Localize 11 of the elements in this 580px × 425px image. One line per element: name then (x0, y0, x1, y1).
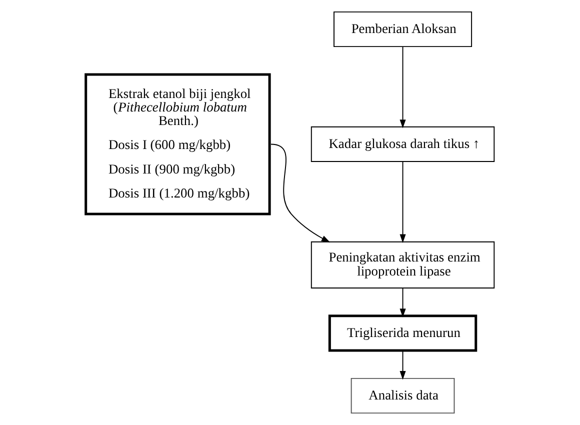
node-box: Ekstrak etanol biji jengkol (Pithecellobium lobatum Benth.) Dosis I (600 mg/kgbb) Dosis II (900 mg/kgbb) Dosis III (1.200 mg/kgbb) (84, 73, 271, 216)
node-box: Pemberian Aloksan (334, 11, 472, 48)
node-box: Peningkatan aktivitas enzim lipoprotein lipase (310, 241, 495, 288)
arrow (400, 350, 406, 380)
arrow (270, 144, 330, 242)
node-box: Trigliserida menurun (328, 314, 478, 352)
node-box: Kadar glukosa darah tikus ↑ (310, 126, 495, 162)
arrow (400, 46, 406, 128)
node-box: Analisis data (350, 378, 455, 414)
arrow (400, 161, 406, 243)
arrow (400, 288, 406, 318)
